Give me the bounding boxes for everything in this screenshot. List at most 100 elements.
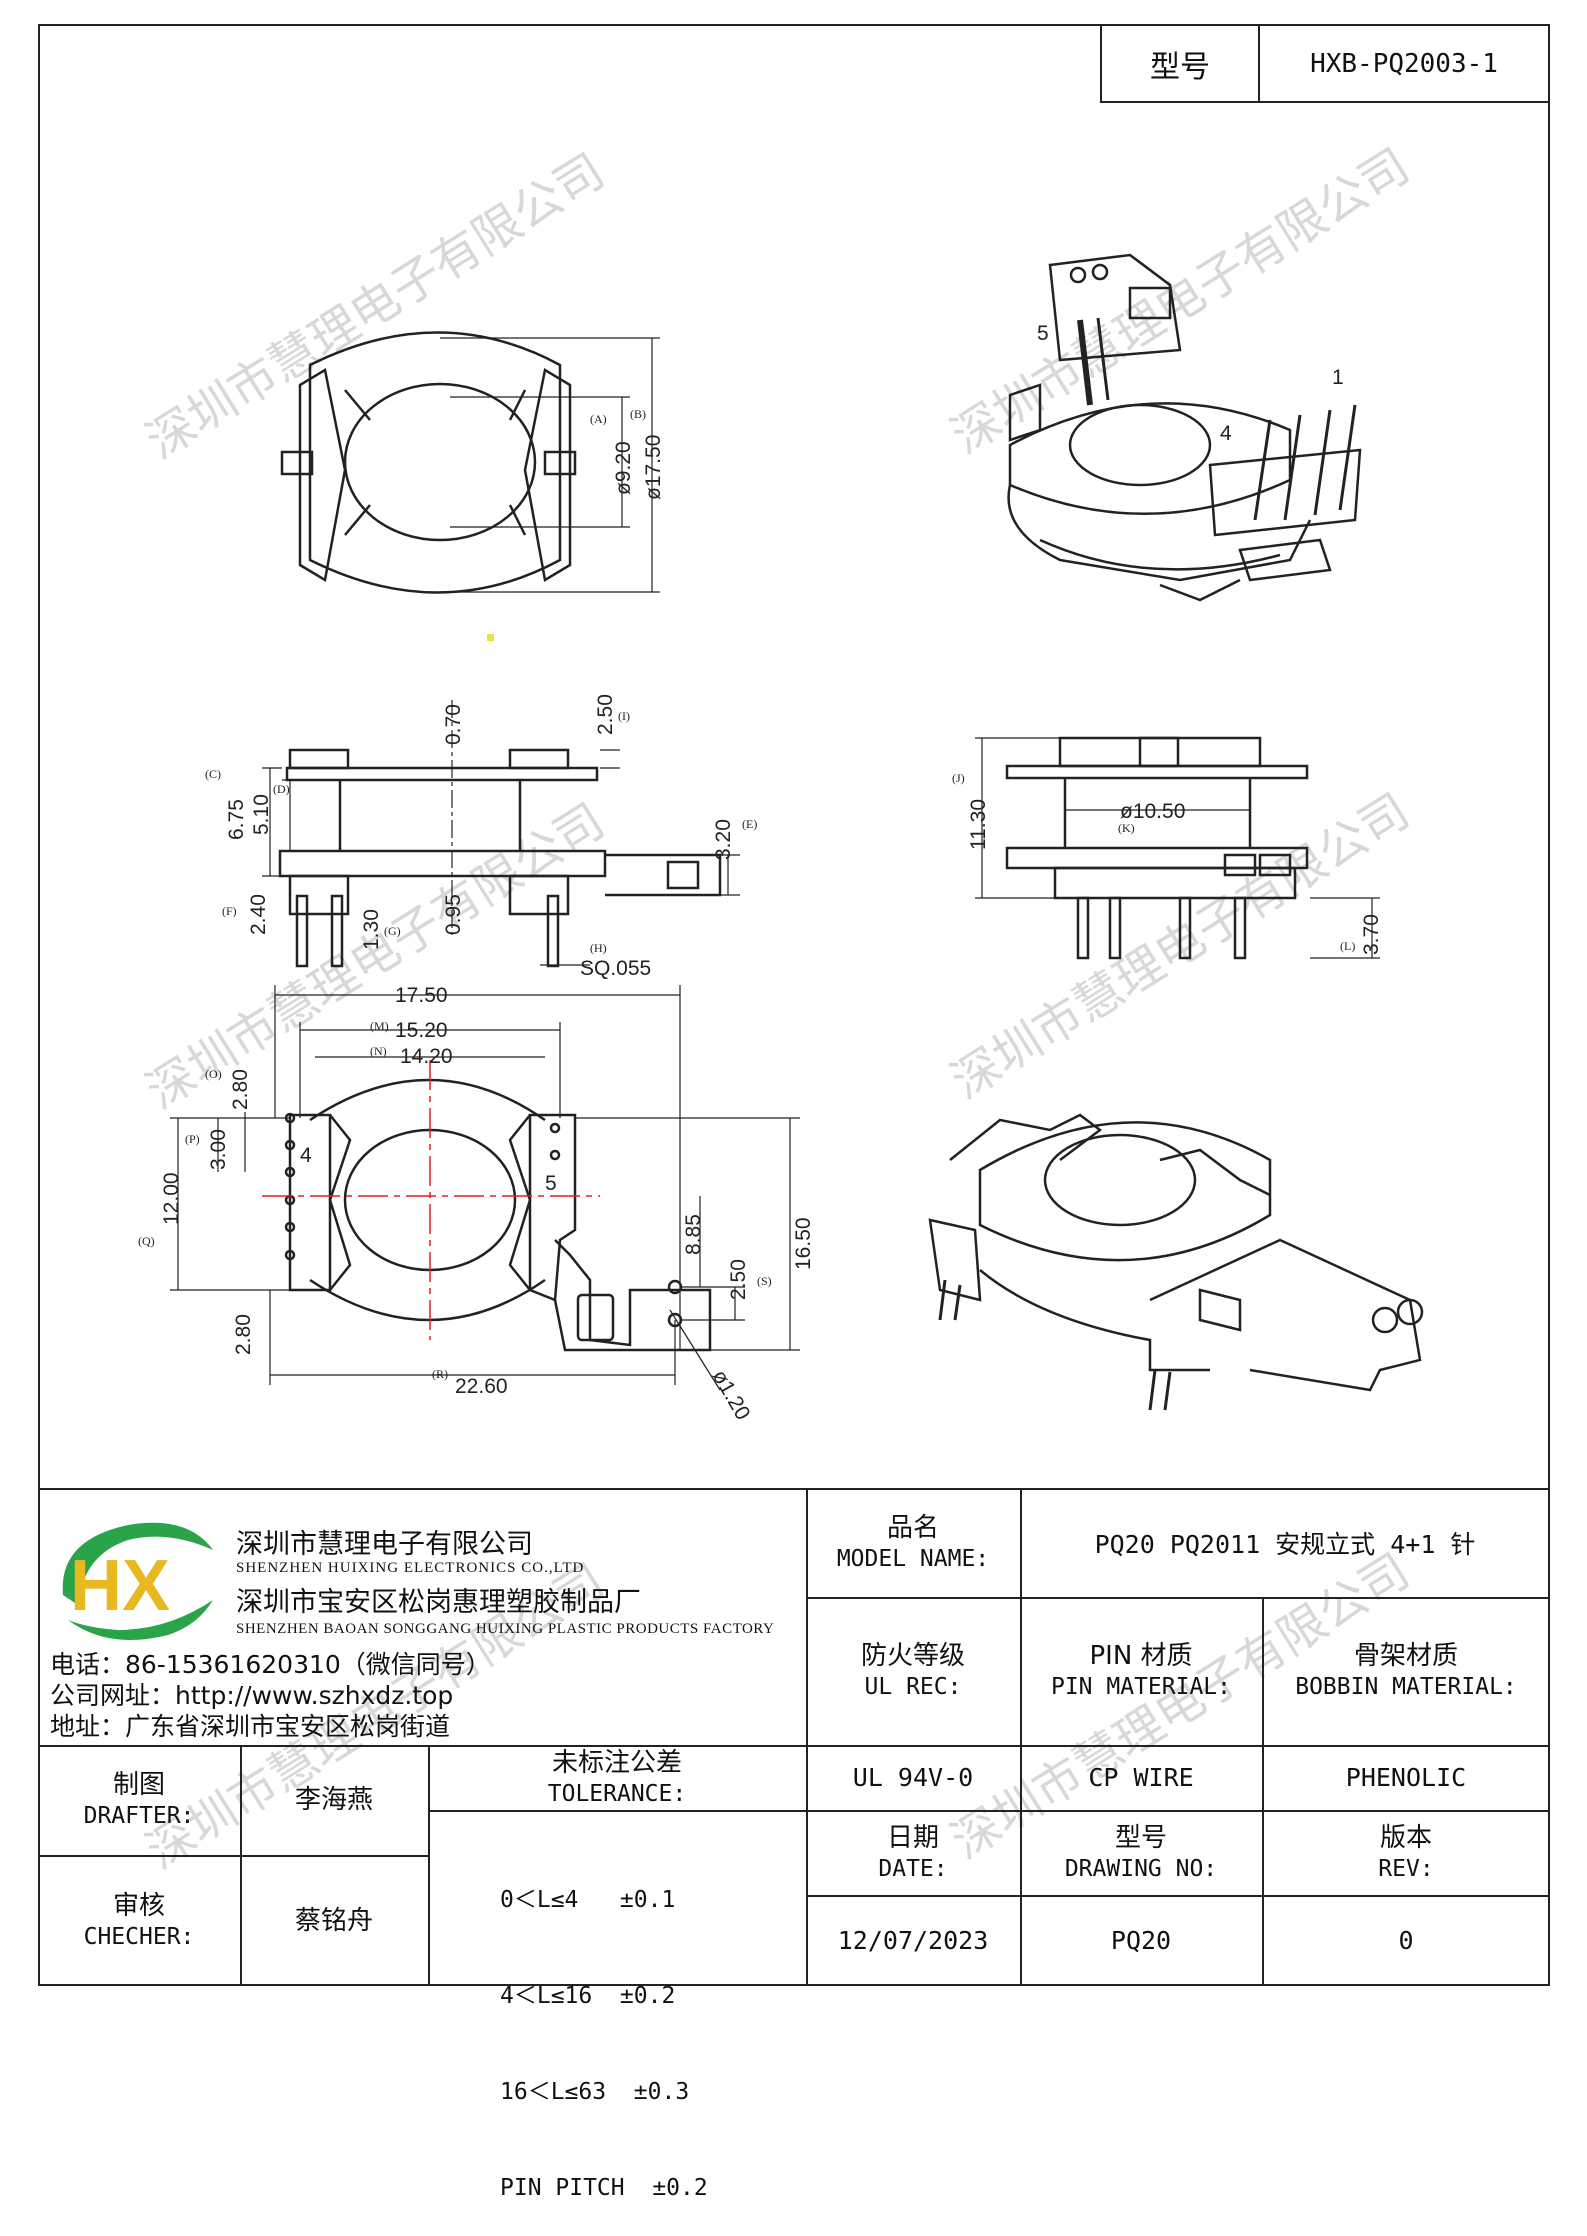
model-name-label: 品名 MODEL NAME: [806,1488,1020,1597]
dim-3-20: 3.20 [712,819,735,860]
title-block-vline-5 [428,1745,430,1986]
drafter-label: 制图 DRAFTER: [38,1745,240,1855]
watermark-2: 深圳市慧理电子有限公司 [942,138,1419,465]
watermark-1: 深圳市慧理电子有限公司 [137,143,614,470]
ref-F: (F) [222,904,237,918]
pin-label-5b: 5 [545,1172,557,1195]
dim-12-00: 12.00 [160,1172,183,1225]
tolerance-row: 16＜L≤63 ±0.3 [500,2079,690,2105]
dim-15-20: 15.20 [395,1019,448,1042]
ref-G: (G) [384,924,401,938]
dim-d17-50: ø17.50 [642,435,665,500]
ref-M: (M) [370,1019,389,1033]
tolerance-row: 0＜L≤4 ±0.1 [500,1887,676,1913]
company-name-cn: 深圳市慧理电子有限公司 [236,1529,533,1560]
date-label-cn: 日期 [886,1822,939,1853]
date-value-text: 12/07/2023 [837,1926,989,1955]
iso-view-1 [1007,253,1362,602]
pin-label-4: 4 [1220,422,1232,445]
drawing-frame [38,24,1550,1986]
title-block-line-model [806,1597,1550,1599]
pin-label-4b: 4 [300,1144,312,1167]
ref-K: (K) [1118,821,1135,835]
ref-N: (N) [370,1044,387,1058]
ref-P: (P) [185,1132,200,1146]
title-block-line-company [38,1745,806,1747]
dim-d9-20: ø9.20 [612,441,635,495]
dim-sq-055: SQ.055 [580,957,651,980]
dim-3-00: 3.00 [207,1129,230,1170]
top-view [280,331,577,594]
ul-rec-label: 防火等级 UL REC: [806,1597,1020,1745]
title-block-vline-2 [1020,1488,1022,1986]
ul-rec-value: UL 94V-0 [806,1745,1020,1810]
dim-8-85: 8.85 [682,1214,705,1255]
checker-name: 蔡铭舟 [240,1855,428,1986]
tolerance-label-en: TOLERANCE: [547,1780,687,1807]
rev-value: 0 [1262,1895,1550,1986]
title-block-line-tol [428,1810,806,1812]
drawing-no-label: 型号 DRAWING NO: [1020,1810,1262,1895]
drawing-no-value: PQ20 [1020,1895,1262,1986]
drafter-name: 李海燕 [240,1745,428,1855]
ul-rec-label-cn: 防火等级 [860,1641,965,1671]
center-lines [262,1060,600,1340]
dim-0-95: 0.95 [442,894,465,935]
dim-0-70: 0.70 [442,704,465,745]
ref-S: (S) [757,1274,772,1288]
checker-name-text: 蔡铭舟 [294,1905,373,1936]
drafter-name-text: 李海燕 [294,1785,373,1815]
ref-Q: (Q) [138,1234,155,1248]
pin-material-label-cn: PIN 材质 [1089,1641,1193,1671]
header-type-value: HXB-PQ2003-1 [1258,24,1550,103]
rev-label-cn: 版本 [1379,1822,1432,1853]
model-name-value-text: PQ20 PQ2011 安规立式 4+1 针 [1094,1529,1476,1559]
company-name-en: SHENZHEN HUIXING ELECTRONICS CO.,LTD [236,1560,585,1576]
pin-material-value-text: CP WIRE [1088,1763,1194,1792]
tolerance-row: 4＜L≤16 ±0.2 [500,1983,676,2009]
dim-d10-50: ø10.50 [1120,800,1185,823]
marker-dot [487,634,494,641]
rev-label-en: REV: [1378,1855,1434,1882]
model-name-label-cn: 品名 [886,1512,939,1543]
title-block-line-ul [806,1745,1550,1747]
dim-16-50: 16.50 [792,1217,815,1270]
bottom-view [284,1078,712,1352]
top-view-dims [440,337,660,593]
front-view-dims [262,700,740,966]
date-label-en: DATE: [878,1855,948,1882]
dim-2-50b: 2.50 [727,1259,750,1300]
pin-material-label: PIN 材质 PIN MATERIAL: [1020,1597,1262,1745]
bobbin-material-label-en: BOBBIN MATERIAL: [1295,1674,1517,1700]
ref-H: (H) [590,941,607,955]
dim-1-30: 1.30 [360,909,383,950]
ref-O: (O) [205,1067,222,1081]
dim-3-70: 3.70 [1360,914,1383,955]
pin-label-5: 5 [1037,322,1049,345]
drawing-no-label-cn: 型号 [1114,1822,1167,1853]
drawing-no-value-text: PQ20 [1110,1926,1172,1955]
model-name-value: PQ20 PQ2011 安规立式 4+1 针 [1020,1488,1550,1597]
tolerance-table: 0＜L≤4 ±0.1 4＜L≤16 ±0.2 16＜L≤63 ±0.3 PIN … [500,1820,708,2236]
ref-L: (L) [1340,939,1355,953]
date-value: 12/07/2023 [806,1895,1020,1986]
company-address: 地址：广东省深圳市宝安区松岗街道 [50,1712,451,1741]
pin-material-value: CP WIRE [1020,1745,1262,1810]
ref-A: (A) [590,412,607,426]
ref-J: (J) [952,771,965,785]
drafter-label-en: DRAFTER: [83,1803,195,1829]
header-type-label: 型号 [1100,24,1260,103]
company-phone: 电话：86-15361620310（微信同号） [50,1650,491,1679]
checker-label-en: CHECHER: [83,1923,195,1950]
ul-rec-label-en: UL REC: [864,1674,962,1700]
date-label: 日期 DATE: [806,1810,1020,1895]
factory-name-en: SHENZHEN BAOAN SONGGANG HUIXING PLASTIC … [236,1621,775,1637]
drafter-label-cn: 制图 [112,1770,165,1800]
bobbin-material-label: 骨架材质 BOBBIN MATERIAL: [1262,1597,1550,1745]
iso-view-2 [928,1113,1424,1411]
dim-14-20: 14.20 [400,1045,453,1068]
bottom-view-dims [170,985,800,1391]
dim-2-80b: 2.80 [232,1314,255,1355]
front-view [278,748,722,968]
title-block-vline-1 [806,1488,808,1986]
